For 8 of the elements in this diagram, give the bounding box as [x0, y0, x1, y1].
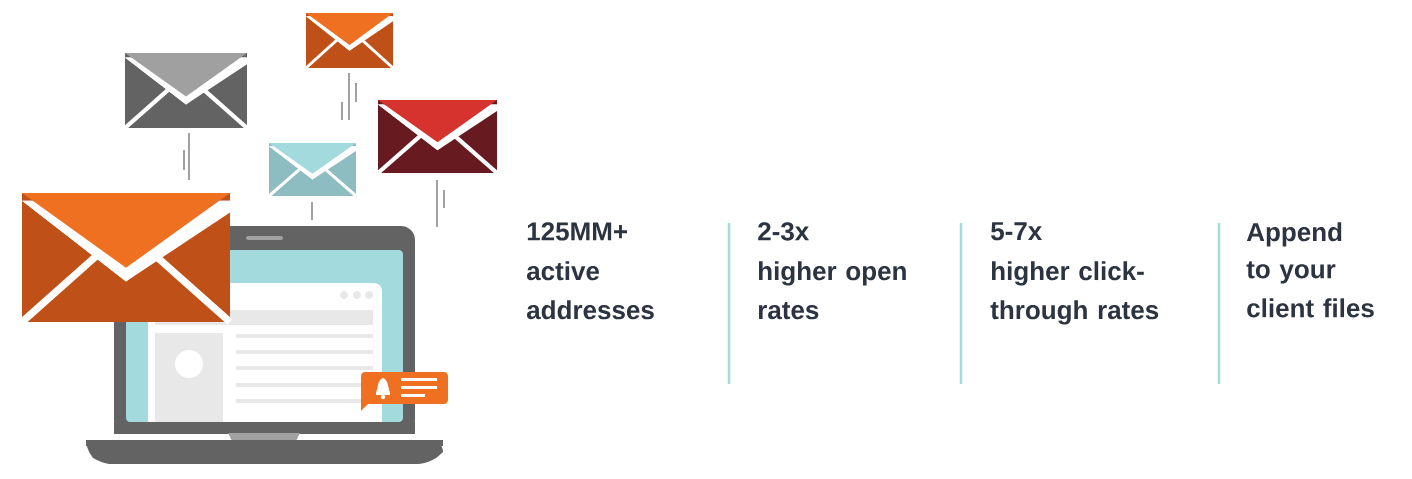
stat-number: 5-7x	[991, 222, 1043, 241]
stat-number: Append	[1246, 222, 1342, 247]
stat-description: higher click-through rates	[990, 261, 1159, 325]
stat-description: to your client files	[1246, 261, 1374, 318]
stat-number: 2-3x	[758, 222, 810, 241]
stat-number: 125MM+	[527, 222, 627, 241]
stat-description: active addresses	[527, 261, 654, 320]
stat-description: higher open rates	[758, 261, 906, 320]
